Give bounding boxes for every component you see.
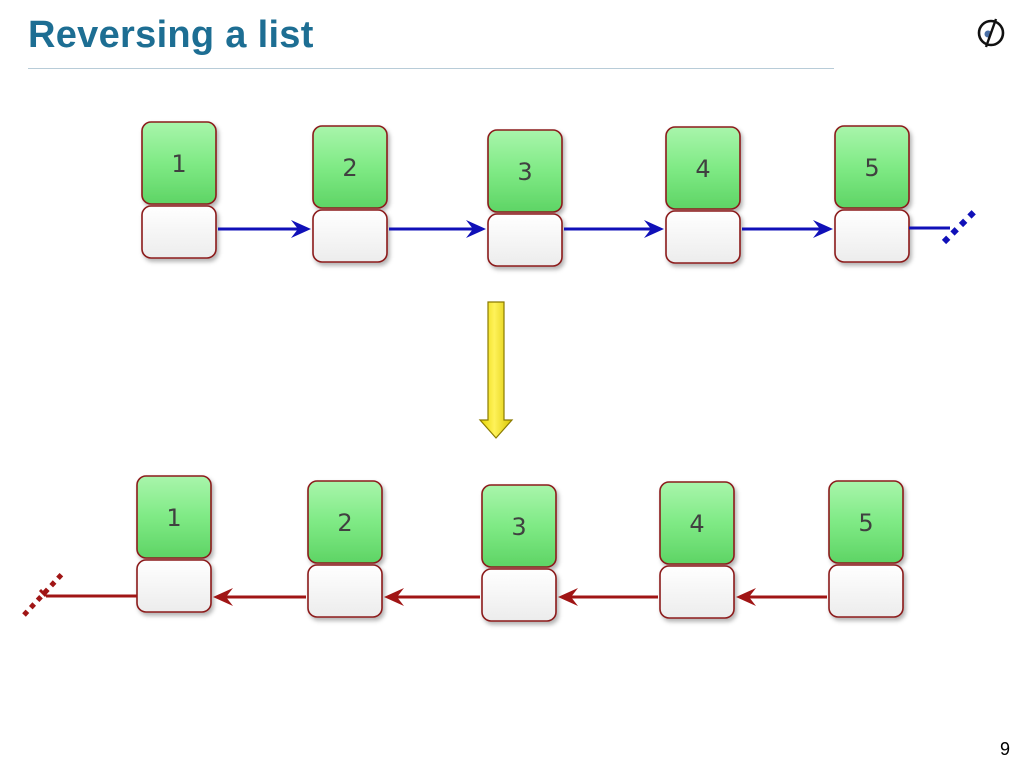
reversed-list-link-field xyxy=(307,564,383,618)
original-list-link-field xyxy=(487,213,563,267)
next-link-arrow xyxy=(564,220,664,238)
reversed-list-item-field xyxy=(481,484,557,568)
reversed-list-item-field xyxy=(136,475,212,559)
reversed-list-node xyxy=(136,475,212,613)
reversed-list-item-label: 2 xyxy=(337,509,352,537)
original-list-link-field xyxy=(665,210,741,264)
reversed-list: 1 2 3 4 5 xyxy=(22,475,904,622)
reversed-list-item-field xyxy=(828,480,904,564)
reversed-list-item-label: 4 xyxy=(689,510,704,538)
void-icon xyxy=(22,572,137,617)
previous-link-arrow xyxy=(736,588,827,606)
original-list-item-label: 2 xyxy=(342,154,357,182)
reversed-list-node xyxy=(828,480,904,618)
previous-link-arrow xyxy=(384,588,480,606)
original-list-item-field xyxy=(312,125,388,209)
original-list-item-label: 3 xyxy=(517,158,532,186)
original-list: 1 2 3 4 5 xyxy=(141,121,977,267)
original-list-item-field xyxy=(665,126,741,210)
original-list-node xyxy=(141,121,217,259)
reversed-list-item-label: 3 xyxy=(511,513,526,541)
previous-link-arrow xyxy=(213,588,306,606)
reversed-list-item-field xyxy=(659,481,735,565)
next-link-arrow xyxy=(218,220,311,238)
reversed-list-item-label: 5 xyxy=(858,509,873,537)
original-list-item-field xyxy=(487,129,563,213)
transform-arrow xyxy=(478,301,514,439)
down-arrow-icon xyxy=(478,301,514,439)
reversed-list-node xyxy=(481,484,557,622)
reversed-list-item-label: 1 xyxy=(166,504,181,532)
original-list-link-field xyxy=(141,205,217,259)
original-list-item-label: 5 xyxy=(864,154,879,182)
reversed-list-link-field xyxy=(659,565,735,619)
original-list-item-field xyxy=(141,121,217,205)
next-link-arrow xyxy=(742,220,833,238)
original-list-link-field xyxy=(834,209,910,263)
slide-title: Reversing a list xyxy=(28,14,314,56)
original-list-node xyxy=(665,126,741,264)
original-list-node xyxy=(312,125,388,263)
page-number: 9 xyxy=(999,739,1010,759)
original-list-node xyxy=(834,125,910,263)
reversed-list-link-field xyxy=(481,568,557,622)
reversed-list-node xyxy=(659,481,735,619)
original-list-node xyxy=(487,129,563,267)
original-list-item-label: 1 xyxy=(171,150,186,178)
original-list-item-field xyxy=(834,125,910,209)
next-link-arrow xyxy=(389,220,486,238)
circle-dot-logo-icon xyxy=(977,18,1005,48)
original-list-item-label: 4 xyxy=(695,155,710,183)
reversed-list-node xyxy=(307,480,383,618)
void-icon xyxy=(909,209,977,245)
reversed-list-link-field xyxy=(136,559,212,613)
previous-link-arrow xyxy=(558,588,658,606)
title-underline xyxy=(28,68,834,69)
reversed-list-link-field xyxy=(828,564,904,618)
original-list-link-field xyxy=(312,209,388,263)
reversed-list-item-field xyxy=(307,480,383,564)
